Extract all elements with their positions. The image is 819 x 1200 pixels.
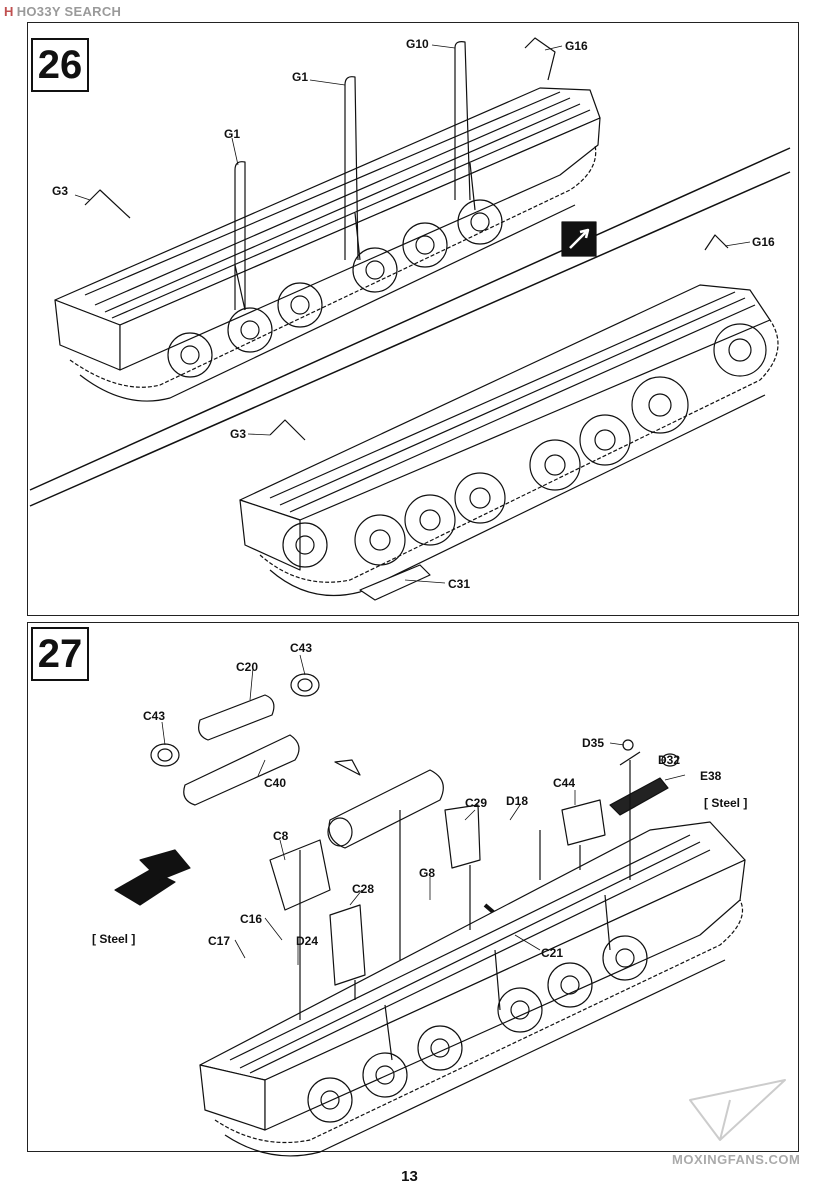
label-c20: C20 xyxy=(236,660,259,674)
step-26-panel xyxy=(27,22,799,616)
hull-26a xyxy=(54,37,601,402)
label-e38: E38 xyxy=(700,769,722,783)
moxingfans-watermark: MOXINGFANS.COM xyxy=(672,1152,801,1167)
steel-part-left xyxy=(114,849,191,906)
label-d18: D18 xyxy=(506,794,529,808)
label-g16-top: G16 xyxy=(565,39,588,53)
hull-26b xyxy=(239,234,779,601)
label-c43-left: C43 xyxy=(143,709,166,723)
label-d32: D32 xyxy=(658,753,681,767)
step-27-panel xyxy=(27,622,799,1152)
step-27-number: 27 xyxy=(31,627,89,681)
page-number: 13 xyxy=(401,1168,418,1185)
label-c8: C8 xyxy=(273,829,289,843)
label-d24: D24 xyxy=(296,934,319,948)
label-c16: C16 xyxy=(240,912,263,926)
label-c28: C28 xyxy=(352,882,375,896)
label-g1-right: G1 xyxy=(292,70,309,84)
label-c21: C21 xyxy=(541,946,564,960)
hobby-search-watermark: H HO33Y SEARCH xyxy=(4,4,121,19)
label-g1-left: G1 xyxy=(224,127,241,141)
step-26-number: 26 xyxy=(31,38,89,92)
label-d35: D35 xyxy=(582,736,605,750)
label-g16-lower: G16 xyxy=(752,235,775,249)
label-g3-top: G3 xyxy=(52,184,69,198)
label-c29: C29 xyxy=(465,796,488,810)
watermark-brand: HO33Y SEARCH xyxy=(16,4,122,19)
label-g8: G8 xyxy=(419,866,436,880)
hull-27 xyxy=(199,760,746,1157)
label-g10: G10 xyxy=(406,37,429,51)
label-c43-top: C43 xyxy=(290,641,313,655)
label-c31: C31 xyxy=(448,577,471,591)
label-c40: C40 xyxy=(264,776,287,790)
label-c44: C44 xyxy=(553,776,576,790)
watermark-logo-icon: H xyxy=(4,4,14,19)
label-c17: C17 xyxy=(208,934,231,948)
label-g3-lower: G3 xyxy=(230,427,247,441)
label-steel-left: [ Steel ] xyxy=(92,932,136,946)
label-steel-right: [ Steel ] xyxy=(704,796,748,810)
